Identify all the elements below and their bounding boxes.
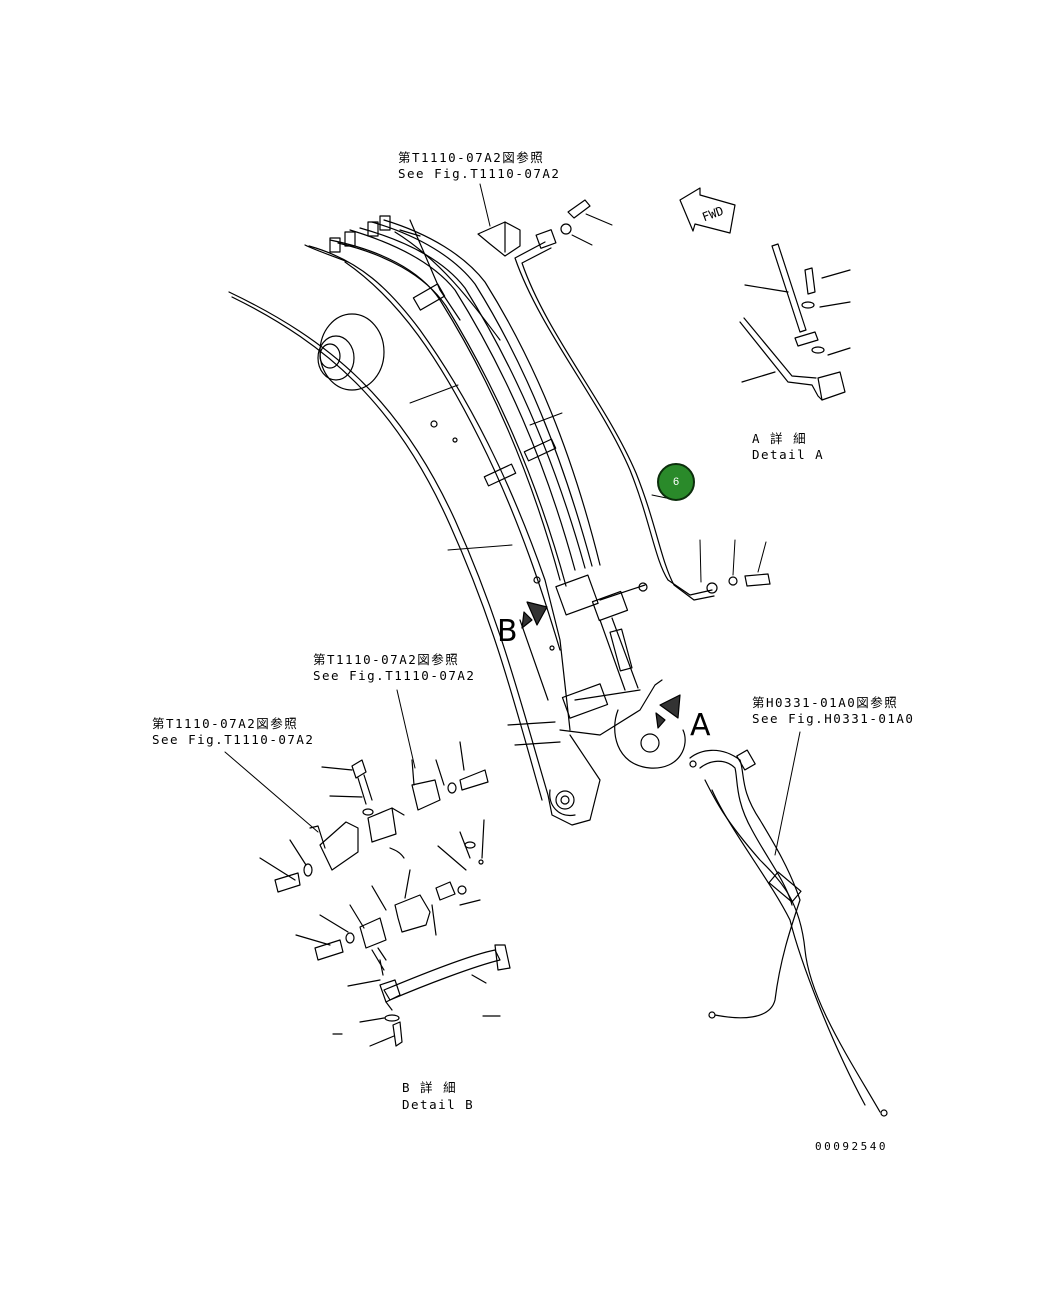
- view-arrows: [521, 601, 681, 729]
- detail-b-drawing: [259, 741, 511, 1047]
- hydraulic-lines: [329, 215, 641, 719]
- fwd-arrow: [679, 187, 736, 234]
- detail-a-jp: A 詳 細: [752, 431, 808, 446]
- drawing-number: 00092540: [815, 1140, 888, 1153]
- wiring-harness: [689, 749, 888, 1117]
- ref-top-jp: 第T1110-07A2図参照: [398, 150, 545, 165]
- view-label-a: A: [690, 708, 711, 743]
- return-tube: [514, 241, 771, 601]
- detail-a-en: Detail A: [752, 447, 825, 462]
- callout-badge[interactable]: 6: [657, 463, 695, 501]
- ref-left-en: See Fig.T1110-07A2: [152, 732, 315, 747]
- ref-left-jp: 第T1110-07A2図参照: [152, 716, 299, 731]
- callout-number: 6: [672, 476, 680, 488]
- detail-b-jp: B 詳 細: [402, 1080, 458, 1095]
- ref-mid-en: See Fig.T1110-07A2: [313, 668, 476, 683]
- ref-top-en: See Fig.T1110-07A2: [398, 166, 561, 181]
- detail-a-drawing: [739, 243, 851, 401]
- ref-right-jp: 第H0331-01A0図参照: [752, 695, 899, 710]
- arm-body: [228, 244, 686, 826]
- view-label-b: B: [497, 614, 518, 649]
- ref-mid-jp: 第T1110-07A2図参照: [313, 652, 460, 667]
- top-bracket: [477, 199, 591, 257]
- detail-b-en: Detail B: [402, 1097, 475, 1112]
- ref-right-en: See Fig.H0331-01A0: [752, 711, 915, 726]
- leader-lines: [224, 183, 801, 856]
